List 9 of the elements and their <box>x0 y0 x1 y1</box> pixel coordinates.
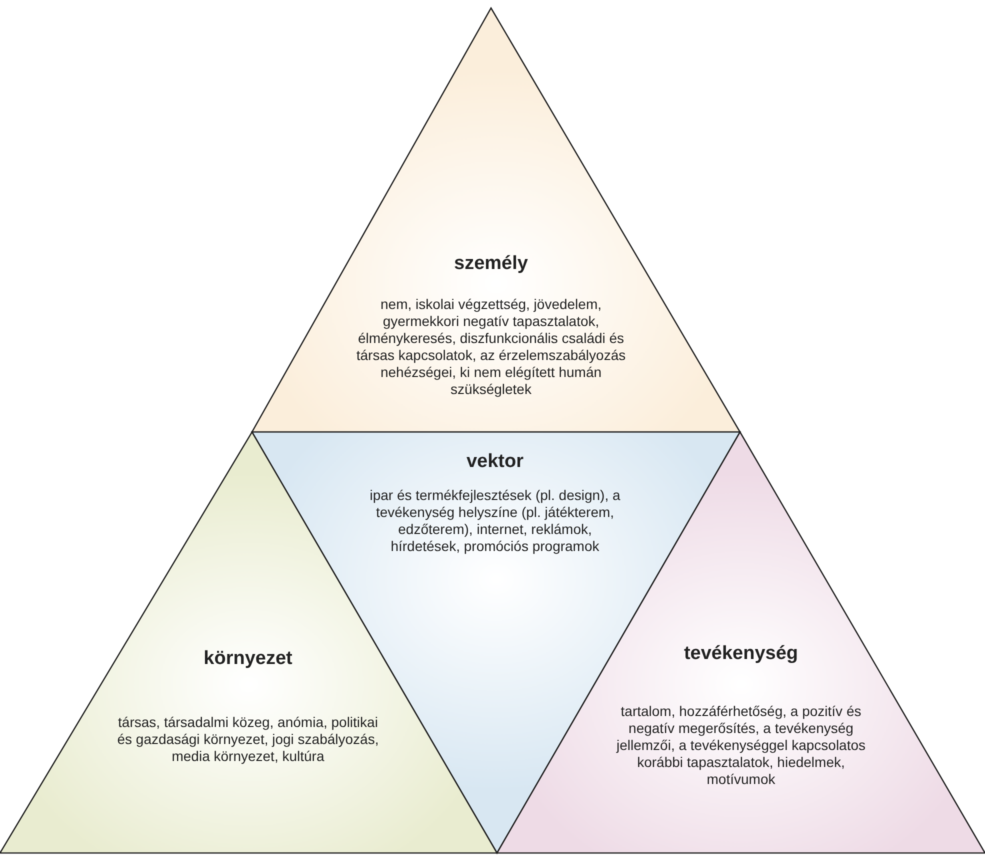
factor-list: tartalom, hozzáférhetőség, a pozitív és negatív megerősítés, a tevékenység jellemzői, a tevékenységgel kapcsolatos korábbi tapasztalatok, hiedelmek, motívumok <box>606 703 876 788</box>
section-heading: környezet <box>204 648 292 670</box>
factor-list: társas, társadalmi közeg, anómia, politikai és gazdasági környezet, jogi szabályozás, media környezet, kultúra <box>116 714 380 765</box>
section-heading: tevékenység <box>684 643 798 665</box>
section-heading: személy <box>454 253 528 275</box>
factor-list: nem, iskolai végzettség, jövedelem, gyermekkori negatív tapasztalatok, élménykeresés, diszfunkcionális családi és társas kapcsolatok, az érzelemszabályozás nehézségei, ki nem elégített humán szükségletek <box>346 296 636 398</box>
factor-list: ipar és termékfejlesztések (pl. design), a tevékenység helyszíne (pl. játékterem, edzőterem), internet, reklámok, hírdetések, promóciós programok <box>365 487 625 555</box>
section-heading: vektor <box>466 451 524 473</box>
triangle-section <box>252 8 740 432</box>
